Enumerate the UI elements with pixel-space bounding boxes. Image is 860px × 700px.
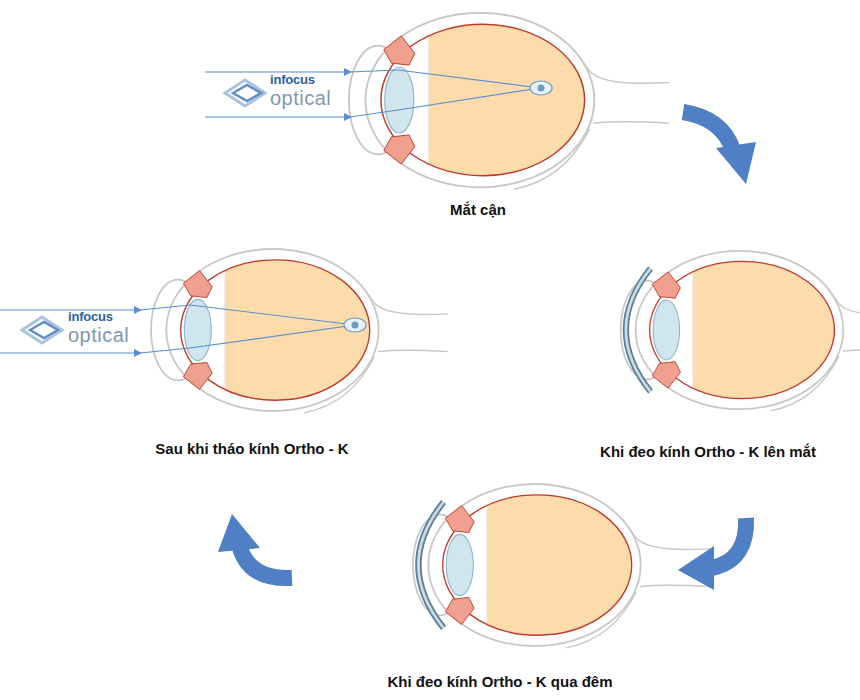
- cycle-arrowhead: [218, 142, 756, 590]
- stage-caption: Khi đeo kính Ortho - K qua đêm: [388, 673, 613, 690]
- eye-overnight: [413, 484, 710, 648]
- logo-mark: [225, 80, 265, 106]
- eye-with-lens: [621, 251, 860, 411]
- watermark-brand: optical: [270, 87, 331, 110]
- focus-point: [530, 81, 552, 95]
- ortho-k-lens: [418, 502, 443, 628]
- logo-mark: [22, 317, 62, 343]
- eye-corrected: [151, 249, 448, 413]
- stage-caption: Sau khi tháo kính Ortho - K: [155, 440, 348, 457]
- cycle-arrow: [240, 112, 746, 578]
- stage-caption: Mắt cận: [450, 201, 506, 218]
- ray-arrowheads: [134, 306, 142, 357]
- focus-point: [344, 318, 366, 332]
- eye-myopic: [349, 13, 669, 190]
- watermark-brand: optical: [68, 324, 129, 347]
- light-rays: [0, 305, 355, 353]
- ray-arrowheads: [344, 68, 352, 121]
- ortho-k-lens: [626, 268, 651, 391]
- watermark-brand: infocus: [68, 309, 113, 324]
- stage-caption: Khi đeo kính Ortho - K lên mắt: [600, 443, 816, 460]
- watermark-brand: infocus: [270, 72, 315, 87]
- light-rays: [205, 70, 540, 117]
